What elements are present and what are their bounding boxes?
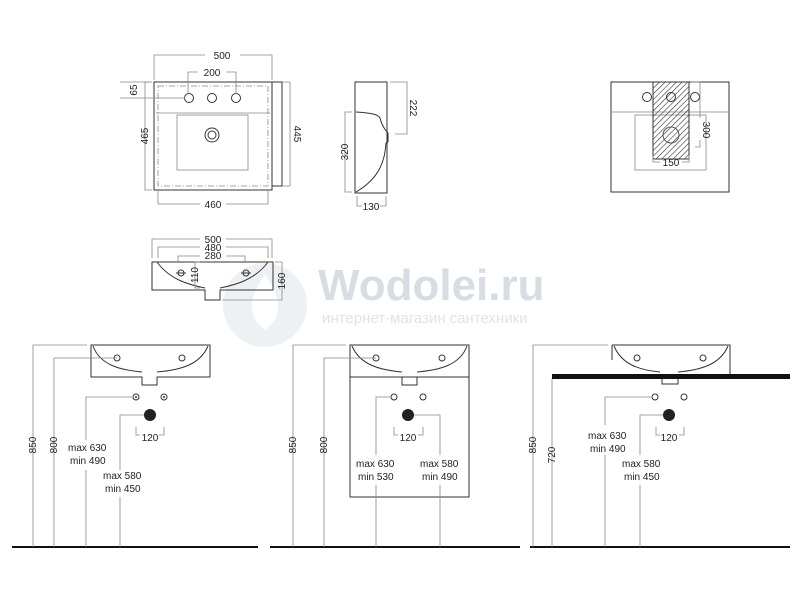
i2-height-850: 850 bbox=[288, 436, 299, 453]
dim-width: 500 bbox=[214, 51, 231, 62]
i1-drain-max: max 580 bbox=[103, 471, 142, 482]
dim-rear-width: 150 bbox=[663, 158, 680, 169]
drain-icon bbox=[144, 409, 156, 421]
dim-depth: 465 bbox=[140, 127, 151, 144]
front-view: 500 480 280 110 160 bbox=[151, 235, 288, 301]
dim-front-width: 500 bbox=[205, 235, 222, 246]
i1-water-min: min 490 bbox=[70, 456, 106, 467]
i2-height-800: 800 bbox=[319, 436, 330, 453]
i1-height-850: 850 bbox=[28, 436, 39, 453]
dim-front-holes: 280 bbox=[205, 251, 222, 262]
i3-height-850: 850 bbox=[528, 436, 539, 453]
i3-spacing: 120 bbox=[661, 433, 678, 444]
i1-spacing: 120 bbox=[142, 433, 159, 444]
install-option-3: 850 720 120 max 630 min 490 max 580 min … bbox=[528, 344, 790, 548]
drain-icon bbox=[402, 409, 414, 421]
i2-drain-min: min 490 bbox=[422, 472, 458, 483]
i2-water-min: min 530 bbox=[358, 472, 394, 483]
i2-spacing: 120 bbox=[400, 433, 417, 444]
dim-rear-height: 300 bbox=[700, 122, 711, 139]
i2-water-max: max 630 bbox=[356, 459, 395, 470]
rear-view: 300 150 bbox=[610, 81, 730, 193]
i3-water-max: max 630 bbox=[588, 431, 627, 442]
countertop bbox=[552, 374, 790, 379]
dim-side-depth: 130 bbox=[363, 202, 380, 213]
dim-front-hole-height: 110 bbox=[190, 267, 201, 283]
dim-hole-offset: 65 bbox=[129, 84, 140, 96]
install-option-1: 850 800 120 max 630 min 490 max 580 min … bbox=[12, 344, 258, 548]
dim-front-height: 160 bbox=[277, 272, 288, 289]
dim-side-top: 222 bbox=[407, 100, 418, 117]
watermark-tagline: интернет-магазин сантехники bbox=[322, 310, 528, 327]
i3-water-min: min 490 bbox=[590, 444, 626, 455]
install-option-2: 850 800 120 max 630 min 530 max 580 min … bbox=[270, 344, 520, 548]
dim-front-inner: 480 bbox=[205, 243, 222, 254]
i2-drain-max: max 580 bbox=[420, 459, 459, 470]
watermark-brand: Wodolei.ru bbox=[318, 261, 545, 310]
top-view: 500 200 65 465 445 460 bbox=[120, 51, 302, 211]
side-view: 222 320 130 bbox=[340, 81, 418, 213]
i1-drain-min: min 450 bbox=[105, 484, 141, 495]
i3-drain-min: min 450 bbox=[624, 472, 660, 483]
dim-holes-spacing: 200 bbox=[204, 68, 221, 79]
i3-drain-max: max 580 bbox=[622, 459, 661, 470]
dim-inner-depth: 445 bbox=[291, 126, 302, 143]
i1-height-800: 800 bbox=[49, 436, 60, 453]
dim-side-height: 320 bbox=[340, 143, 351, 160]
drain-icon bbox=[663, 409, 675, 421]
i3-height-720: 720 bbox=[547, 446, 558, 463]
watermark: Wodolei.ru интернет-магазин сантехники bbox=[223, 261, 545, 347]
dim-bottom-width: 460 bbox=[205, 200, 222, 211]
i1-water-max: max 630 bbox=[68, 443, 107, 454]
